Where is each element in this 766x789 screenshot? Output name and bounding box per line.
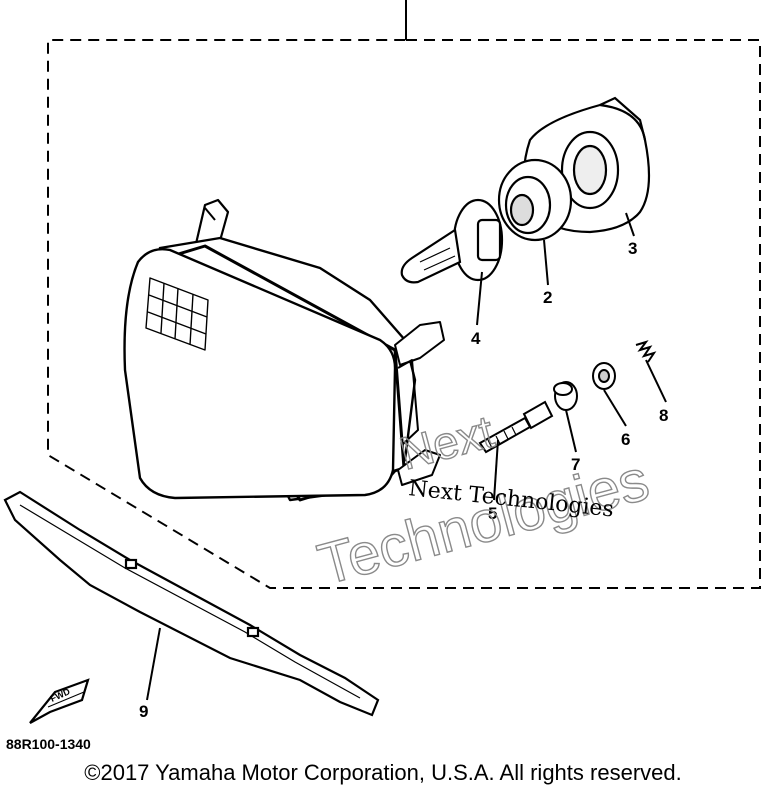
part-label-6: 6 <box>621 430 630 449</box>
headlight-unit <box>123 198 445 502</box>
bulb-socket-part-2 <box>497 158 573 242</box>
spring-part-8 <box>635 340 657 363</box>
part-label-8: 8 <box>659 406 668 425</box>
cap-part-7 <box>553 381 578 411</box>
part-label-9: 9 <box>139 702 148 721</box>
bracket-part-9 <box>3 490 380 717</box>
screw-part-5 <box>478 400 554 454</box>
assembly-boundary <box>47 39 761 589</box>
part-label-4: 4 <box>471 329 481 348</box>
part-label-7: 7 <box>571 455 580 474</box>
front-arrow-icon: FWD <box>29 678 90 724</box>
nut-part-6 <box>592 362 616 390</box>
part-label-2: 2 <box>543 288 552 307</box>
diagram-code: 88R100-1340 <box>6 736 91 752</box>
leader-lines <box>146 212 667 701</box>
copyright-notice: ©2017 Yamaha Motor Corporation, U.S.A. A… <box>84 760 682 785</box>
part-label-5: 5 <box>488 504 497 523</box>
headlight-cover-part-3 <box>522 96 651 234</box>
part-label-3: 3 <box>628 239 637 258</box>
bulb-part-4 <box>400 198 504 284</box>
